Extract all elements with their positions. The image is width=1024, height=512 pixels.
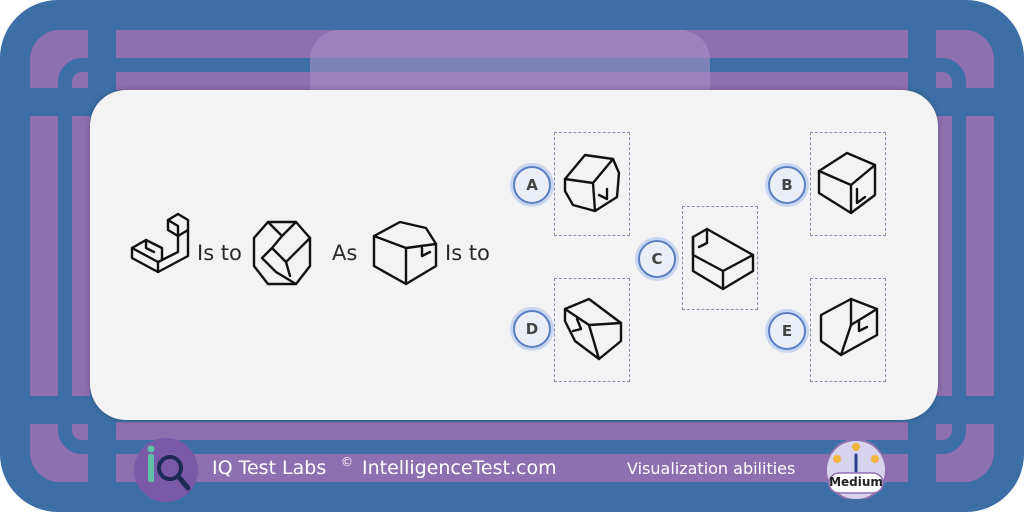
option-d-shape-icon <box>563 297 623 361</box>
question-panel <box>90 90 938 420</box>
difficulty-gauge-icon <box>825 439 887 501</box>
frame-bar-bottom-right <box>908 422 936 482</box>
difficulty-meter: Medium <box>823 437 889 501</box>
option-e-badge[interactable]: E <box>768 312 806 350</box>
option-e-letter: E <box>781 322 793 340</box>
connector-is-to-2: Is to <box>445 241 490 265</box>
frame-ring <box>58 58 966 454</box>
option-c-badge[interactable]: C <box>638 240 676 278</box>
choice-box-e[interactable] <box>810 278 886 382</box>
connector-is-to-1: Is to <box>197 241 242 265</box>
option-b-shape-icon <box>817 151 877 215</box>
option-e-shape-icon <box>819 297 879 357</box>
difficulty-label: Medium <box>829 475 883 489</box>
option-d-badge[interactable]: D <box>513 310 551 348</box>
frame-bar-right-top <box>934 88 994 116</box>
option-a-letter: A <box>526 176 538 194</box>
site-link[interactable]: IntelligenceTest.com <box>362 457 557 479</box>
magnifier-logo-icon <box>147 445 191 491</box>
choice-box-b[interactable] <box>810 132 886 236</box>
connector-as: As <box>332 241 358 265</box>
frame-bar-right-bottom <box>934 396 994 424</box>
choice-box-d[interactable] <box>554 278 630 382</box>
brand-name: IQ Test Labs <box>212 457 327 479</box>
option-a-shape-icon <box>563 153 621 213</box>
shape-stepped-block-icon <box>130 212 190 274</box>
option-c-shape-icon <box>691 227 755 291</box>
option-a-badge[interactable]: A <box>513 166 551 204</box>
option-c-letter: C <box>651 250 663 268</box>
option-b-badge[interactable]: B <box>768 166 806 204</box>
option-b-letter: B <box>781 176 793 194</box>
shape-folded-hexagon-icon <box>252 220 312 286</box>
category-label: Visualization abilities <box>627 459 796 478</box>
frame-bar-bottom-left <box>88 422 116 482</box>
frame-bar-top-right <box>908 30 936 90</box>
choice-box-a[interactable] <box>554 132 630 236</box>
iq-logo <box>134 438 198 502</box>
choice-box-c[interactable] <box>682 206 758 310</box>
frame-bar-left-top <box>30 88 90 116</box>
shape-notched-cube-icon <box>372 220 438 286</box>
copyright-mark: © <box>341 455 353 469</box>
top-highlight <box>310 30 710 90</box>
option-d-letter: D <box>525 320 539 338</box>
frame-bar-left-bottom <box>30 396 90 424</box>
frame-bar-top-left <box>88 30 116 90</box>
